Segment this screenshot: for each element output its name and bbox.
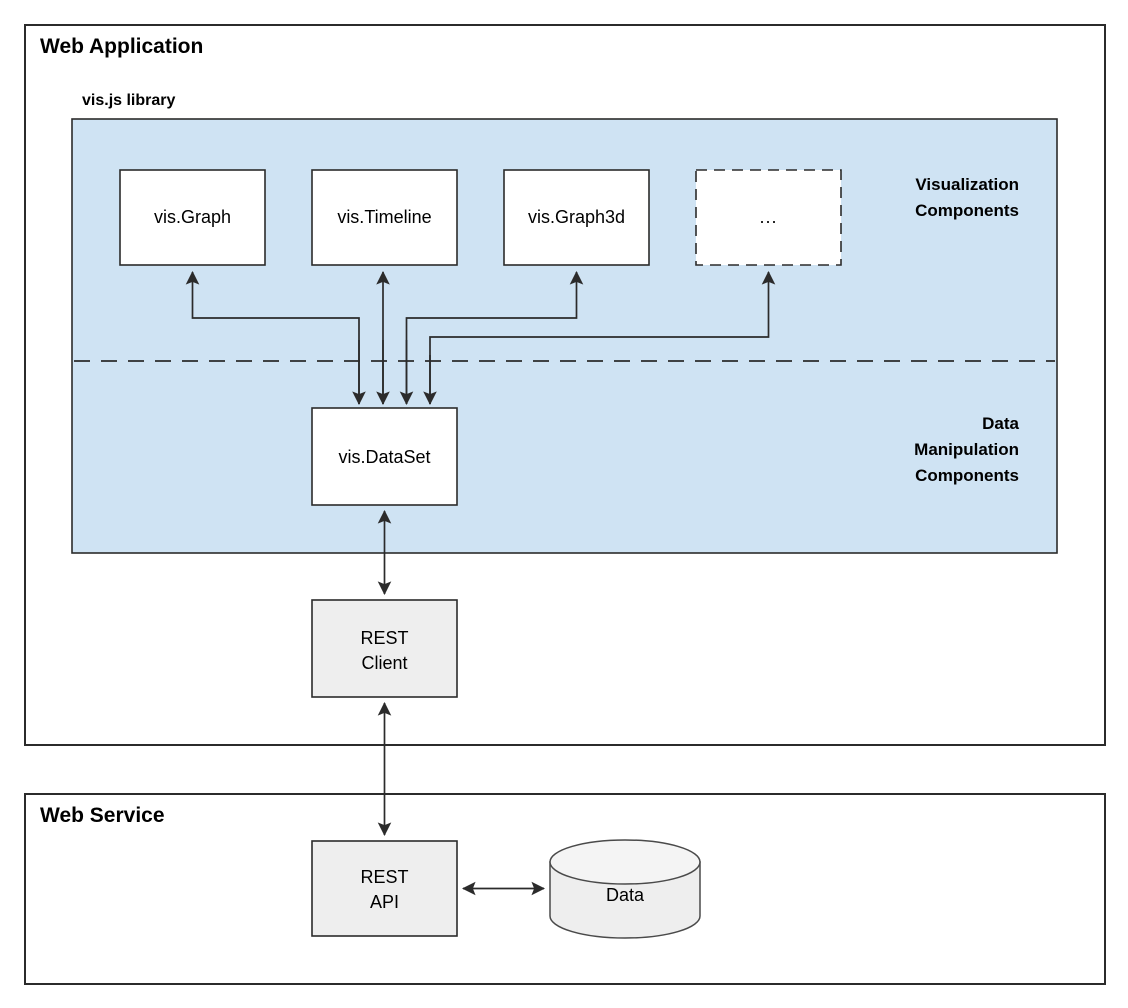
node-rest-api-label-line2: API	[370, 892, 399, 912]
node-data-store[interactable]: Data	[549, 839, 701, 939]
label-visualization-components-line1: Visualization	[915, 175, 1019, 194]
frame-title-web-application: Web Application	[40, 35, 203, 58]
node-rest-api-label-line1: REST	[360, 867, 408, 887]
node-vis-timeline-label: vis.Timeline	[337, 207, 431, 227]
label-data-manipulation-line3: Components	[915, 466, 1019, 485]
node-vis-timeline[interactable]	[311, 169, 458, 266]
node-rest-client-label-line1: REST	[360, 628, 408, 648]
node-data-store-label: Data	[606, 885, 645, 905]
frame-title-web-service: Web Service	[40, 804, 165, 827]
label-visualization-components-line2: Components	[915, 201, 1019, 220]
node-vis-graph-label: vis.Graph	[154, 207, 231, 227]
node-rest-api[interactable]	[311, 840, 458, 937]
library-title: vis.js library	[82, 92, 175, 109]
node-rest-client[interactable]	[311, 599, 458, 698]
node-more-components-label: ...	[759, 207, 777, 227]
node-more-components[interactable]	[695, 169, 842, 266]
node-vis-graph[interactable]	[119, 169, 266, 266]
node-vis-graph3d-label: vis.Graph3d	[528, 207, 625, 227]
node-rest-client-label-line2: Client	[361, 653, 407, 673]
node-vis-dataset[interactable]	[311, 407, 458, 506]
node-vis-dataset-label: vis.DataSet	[338, 447, 430, 467]
node-vis-graph3d[interactable]	[503, 169, 650, 266]
data-store-top	[549, 839, 701, 885]
label-data-manipulation-line1: Data	[982, 414, 1019, 433]
label-data-manipulation-line2: Manipulation	[914, 440, 1019, 459]
